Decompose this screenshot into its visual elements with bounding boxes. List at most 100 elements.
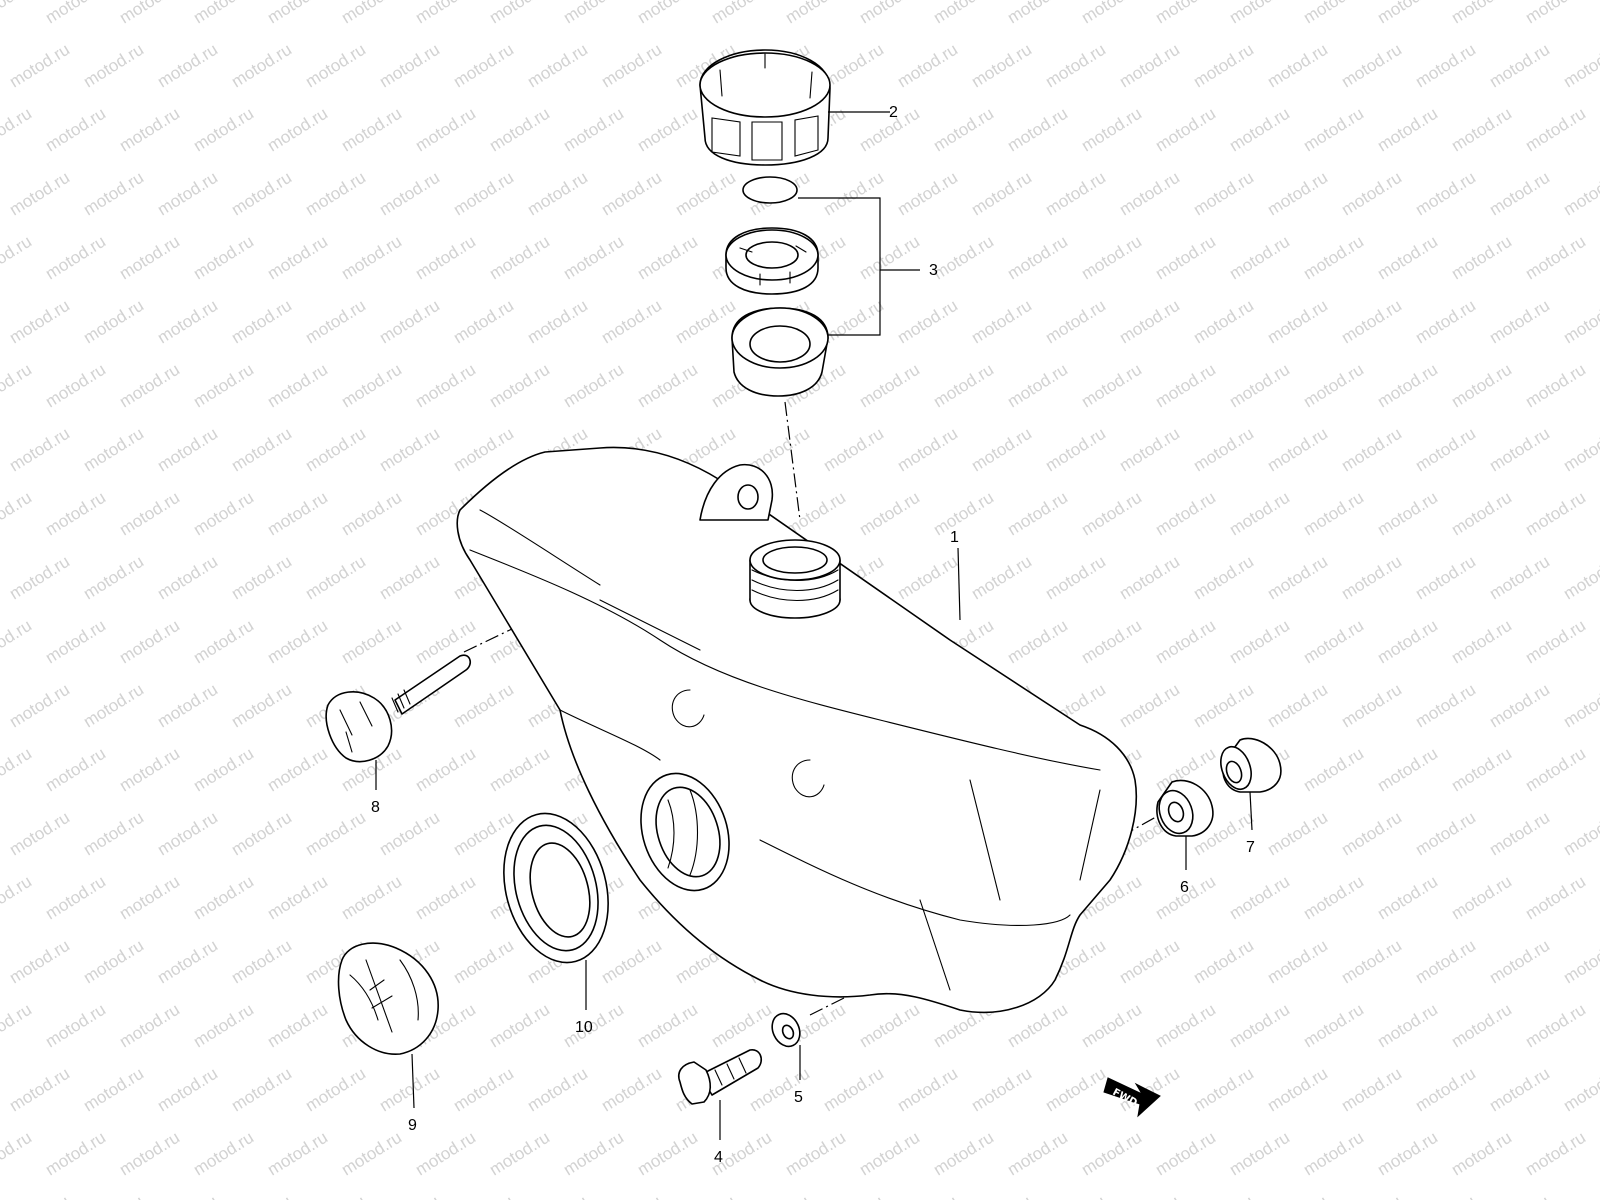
watermark-text: motod.ru xyxy=(1560,168,1600,220)
watermark-text: motod.ru xyxy=(1412,808,1479,860)
watermark-text: motod.ru xyxy=(302,1064,369,1116)
watermark-text: motod.ru xyxy=(1152,488,1219,540)
watermark-text: motod.ru xyxy=(302,424,369,476)
watermark-text: motod.ru xyxy=(1042,168,1109,220)
watermark-text: motod.ru xyxy=(1596,744,1600,796)
fuel-cap xyxy=(699,49,831,166)
watermark-text: motod.ru xyxy=(1226,104,1293,156)
watermark-text: motod.ru xyxy=(0,104,35,156)
watermark-text: motod.ru xyxy=(1116,168,1183,220)
watermark-text: motod.ru xyxy=(376,1192,443,1200)
watermark-text: motod.ru xyxy=(486,104,553,156)
watermark-text: motod.ru xyxy=(376,40,443,92)
watermark-text: motod.ru xyxy=(1116,680,1183,732)
watermark-text: motod.ru xyxy=(302,808,369,860)
watermark-text: motod.ru xyxy=(560,1000,627,1052)
watermark-text: motod.ru xyxy=(1412,1064,1479,1116)
watermark-text: motod.ru xyxy=(42,872,109,924)
callout-4: 4 xyxy=(714,1149,723,1166)
watermark-text: motod.ru xyxy=(0,232,35,284)
watermark-text: motod.ru xyxy=(228,40,295,92)
watermark-text: motod.ru xyxy=(1448,616,1515,668)
watermark-text: motod.ru xyxy=(1078,616,1145,668)
watermark-text: motod.ru xyxy=(1226,232,1293,284)
watermark-text: motod.ru xyxy=(1004,104,1071,156)
watermark-text: motod.ru xyxy=(1264,1064,1331,1116)
watermark-text: motod.ru xyxy=(450,1064,517,1116)
watermark-text: motod.ru xyxy=(1596,616,1600,668)
watermark-text: motod.ru xyxy=(1486,424,1553,476)
watermark-text: motod.ru xyxy=(1448,1000,1515,1052)
watermark-text: motod.ru xyxy=(1338,936,1405,988)
watermark-text: motod.ru xyxy=(1374,744,1441,796)
watermark-text: motod.ru xyxy=(154,680,221,732)
watermark-text: motod.ru xyxy=(968,424,1035,476)
watermark-text: motod.ru xyxy=(1560,680,1600,732)
watermark-text: motod.ru xyxy=(856,360,923,412)
watermark-text: motod.ru xyxy=(1226,872,1293,924)
watermark-text: motod.ru xyxy=(708,1000,775,1052)
watermark-text: motod.ru xyxy=(376,552,443,604)
watermark-text: motod.ru xyxy=(1560,40,1600,92)
watermark-text: motod.ru xyxy=(228,552,295,604)
watermark-text: motod.ru xyxy=(1374,488,1441,540)
watermark-text: motod.ru xyxy=(1374,104,1441,156)
watermark-text: motod.ru xyxy=(116,232,183,284)
watermark-text: motod.ru xyxy=(264,232,331,284)
watermark-text: motod.ru xyxy=(820,1192,887,1200)
watermark-text: motod.ru xyxy=(154,168,221,220)
watermark-text: motod.ru xyxy=(1412,168,1479,220)
watermark-text: motod.ru xyxy=(1300,360,1367,412)
watermark-text: motod.ru xyxy=(1338,296,1405,348)
watermark-text: motod.ru xyxy=(1412,1192,1479,1200)
watermark-text: motod.ru xyxy=(1152,1000,1219,1052)
watermark-text: motod.ru xyxy=(1522,616,1589,668)
watermark-text: motod.ru xyxy=(1560,552,1600,604)
watermark-text: motod.ru xyxy=(1448,360,1515,412)
watermark-text: motod.ru xyxy=(1374,872,1441,924)
watermark-text: motod.ru xyxy=(1116,1192,1183,1200)
watermark-text: motod.ru xyxy=(1374,1000,1441,1052)
watermark-text: motod.ru xyxy=(894,552,961,604)
watermark-text: motod.ru xyxy=(190,1000,257,1052)
watermark-text: motod.ru xyxy=(1152,232,1219,284)
cap-seal-set xyxy=(725,176,829,397)
watermark-text: motod.ru xyxy=(968,1192,1035,1200)
watermark-text: motod.ru xyxy=(598,936,665,988)
watermark-text: motod.ru xyxy=(634,1000,701,1052)
watermark-text: motod.ru xyxy=(856,232,923,284)
watermark-text: motod.ru xyxy=(1596,872,1600,924)
watermark-text: motod.ru xyxy=(1300,0,1367,27)
watermark-text: motod.ru xyxy=(412,1128,479,1180)
watermark-text: motod.ru xyxy=(1374,232,1441,284)
watermark-text: motod.ru xyxy=(154,552,221,604)
watermark-text: motod.ru xyxy=(6,40,73,92)
watermark-text: motod.ru xyxy=(930,1128,997,1180)
watermark-text: motod.ru xyxy=(1486,680,1553,732)
watermark-text: motod.ru xyxy=(450,1192,517,1200)
watermark-text: motod.ru xyxy=(1004,360,1071,412)
watermark-text: motod.ru xyxy=(1300,232,1367,284)
watermark-text: motod.ru xyxy=(1522,104,1589,156)
watermark-text: motod.ru xyxy=(1448,0,1515,27)
watermark-text: motod.ru xyxy=(80,296,147,348)
watermark-text: motod.ru xyxy=(1190,936,1257,988)
watermark-text: motod.ru xyxy=(6,936,73,988)
watermark-text: motod.ru xyxy=(1190,424,1257,476)
watermark-text: motod.ru xyxy=(80,1064,147,1116)
watermark-text: motod.ru xyxy=(302,552,369,604)
watermark-text: motod.ru xyxy=(1226,616,1293,668)
watermark-text: motod.ru xyxy=(1190,296,1257,348)
watermark-text: motod.ru xyxy=(80,680,147,732)
watermark-text: motod.ru xyxy=(598,296,665,348)
watermark-text: motod.ru xyxy=(450,424,517,476)
watermark-text: motod.ru xyxy=(1116,936,1183,988)
watermark-text: motod.ru xyxy=(42,232,109,284)
watermark-text: motod.ru xyxy=(190,744,257,796)
watermark-text: motod.ru xyxy=(42,1000,109,1052)
watermark-text: motod.ru xyxy=(1338,40,1405,92)
watermark-text: motod.ru xyxy=(116,0,183,27)
watermark-text: motod.ru xyxy=(412,360,479,412)
watermark-text: motod.ru xyxy=(1596,104,1600,156)
watermark-text: motod.ru xyxy=(0,360,35,412)
